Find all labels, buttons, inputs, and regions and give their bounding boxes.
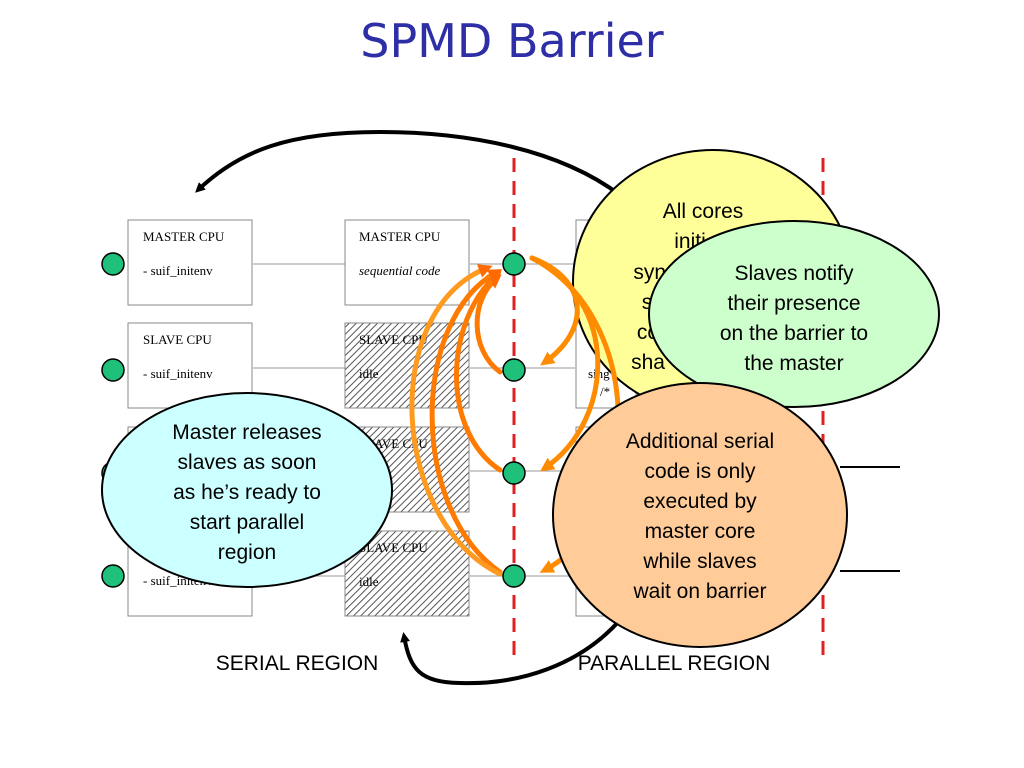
- node-slave-3-barrier: [502, 564, 526, 588]
- svg-text:executed by: executed by: [643, 490, 757, 513]
- slide-title: SPMD Barrier: [360, 14, 664, 68]
- svg-text:wait on barrier: wait on barrier: [632, 580, 766, 603]
- node-slave-2-barrier: [502, 461, 526, 485]
- svg-text:start parallel: start parallel: [190, 511, 304, 534]
- bubble-slaves-notify: Slaves notify their presence on the barr…: [648, 220, 940, 408]
- right-timeline-lines: [840, 466, 900, 572]
- node-slave-3-start: [101, 564, 125, 588]
- box-title: MASTER CPU: [359, 229, 441, 244]
- serial-region-label: SERIAL REGION: [216, 652, 379, 675]
- svg-text:code is only: code is only: [645, 460, 756, 483]
- bubble-master-releases: Master releases slaves as soon as he’s r…: [101, 392, 393, 588]
- box-line: sequential code: [359, 263, 440, 278]
- node-slave-1-barrier: [502, 358, 526, 382]
- col2-box-master: MASTER CPU sequential code: [344, 219, 470, 306]
- return-arrow: [400, 618, 622, 686]
- svg-text:region: region: [218, 541, 276, 564]
- svg-text:while slaves: while slaves: [642, 550, 756, 573]
- svg-text:Master releases: Master releases: [172, 421, 321, 444]
- svg-text:as he’s ready to: as he’s ready to: [173, 481, 321, 504]
- box-title: SLAVE CPU: [143, 332, 212, 347]
- svg-text:slaves as soon: slaves as soon: [178, 451, 317, 474]
- svg-text:Additional serial: Additional serial: [626, 430, 774, 453]
- loop-back-arrow: [195, 129, 622, 197]
- box-title: SLAVE CPU: [359, 332, 428, 347]
- svg-text:All cores: All cores: [663, 200, 744, 223]
- svg-text:sha: sha: [631, 351, 665, 374]
- bubble-additional-serial: Additional serial code is only executed …: [552, 382, 848, 648]
- svg-text:s: s: [642, 291, 653, 314]
- parallel-region-label: PARALLEL REGION: [578, 652, 771, 675]
- box-line: idle: [359, 366, 379, 381]
- node-master-start: [101, 252, 125, 276]
- node-master-barrier: [502, 252, 526, 276]
- col2-box-slave-1: SLAVE CPU idle: [344, 322, 470, 409]
- box-title: MASTER CPU: [143, 229, 225, 244]
- box-line: - suif_initenv: [143, 263, 213, 278]
- box-title: SLAVE CPU: [359, 540, 428, 555]
- col1-box-master: MASTER CPU - suif_initenv: [127, 219, 253, 306]
- svg-text:master core: master core: [645, 520, 756, 543]
- svg-text:on the barrier to: on the barrier to: [720, 322, 868, 345]
- box-line: idle: [359, 574, 379, 589]
- node-slave-1-start: [101, 358, 125, 382]
- svg-text:Slaves notify: Slaves notify: [734, 262, 854, 285]
- svg-text:the master: the master: [744, 352, 843, 375]
- svg-text:their presence: their presence: [727, 292, 860, 315]
- box-fragment: /*: [600, 384, 610, 399]
- box-line: - suif_initenv: [143, 366, 213, 381]
